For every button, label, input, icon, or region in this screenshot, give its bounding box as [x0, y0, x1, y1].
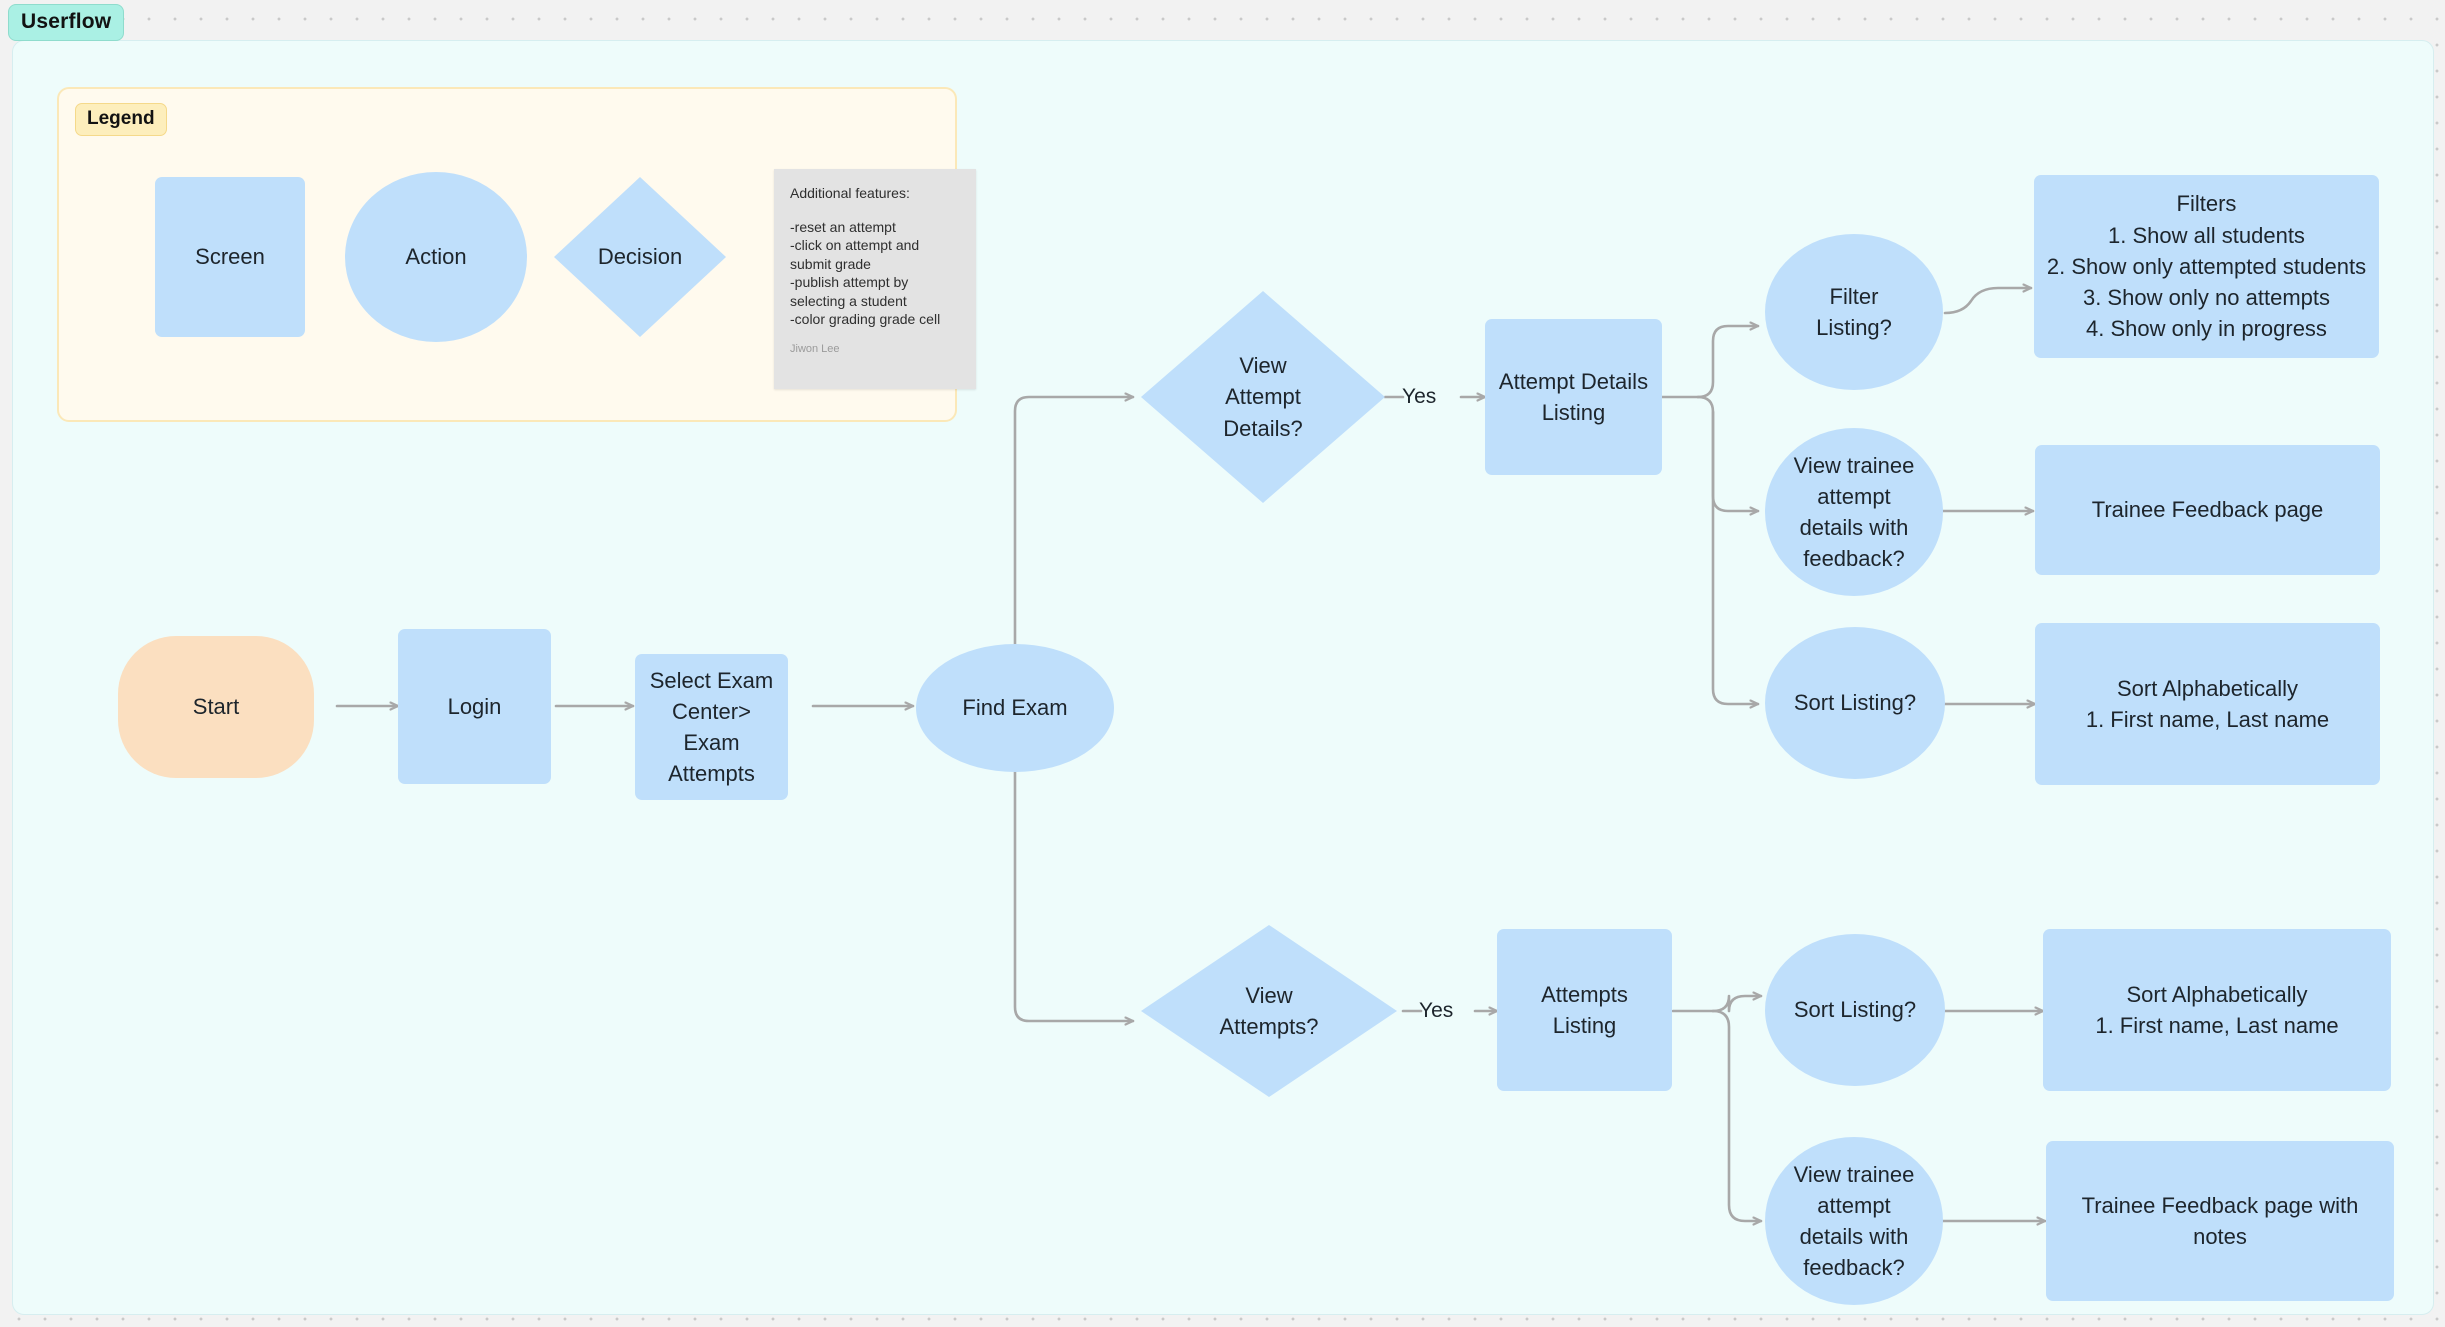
node-view-trainee-attempt-details-bottom-label: View trainee attempt details with feedba… — [1793, 1161, 1915, 1281]
node-attempts-listing-label: Attempts Listing — [1541, 981, 1628, 1038]
node-filter-listing[interactable]: Filter Listing? — [1765, 234, 1943, 390]
node-trainee-feedback-page-label: Trainee Feedback page — [2091, 497, 2324, 523]
node-sort-alphabetically-bottom[interactable]: Sort Alphabetically 1. First name, Last … — [2043, 929, 2391, 1091]
node-sort-listing-bottom[interactable]: Sort Listing? — [1765, 934, 1945, 1086]
sticky-note-item: -color grading grade cell — [790, 311, 941, 328]
node-trainee-feedback-page-with-notes-label: Trainee Feedback page with notes — [2081, 1192, 2359, 1249]
legend-shape-action[interactable]: Action — [345, 172, 527, 342]
frame-title-tab[interactable]: Userflow — [8, 4, 125, 41]
node-view-attempt-details[interactable]: View Attempt Details? — [1141, 291, 1385, 503]
node-start-label: Start — [192, 694, 240, 720]
sticky-note-item: -click on attempt and submit grade — [790, 237, 920, 272]
node-login-label: Login — [447, 693, 502, 719]
sticky-note-item: -reset an attempt — [790, 219, 896, 235]
node-view-trainee-attempt-details-top[interactable]: View trainee attempt details with feedba… — [1765, 428, 1943, 596]
node-view-trainee-attempt-details-bottom[interactable]: View trainee attempt details with feedba… — [1765, 1137, 1943, 1305]
node-start[interactable]: Start — [118, 636, 314, 778]
legend-shape-action-label: Action — [405, 244, 467, 269]
legend-shape-decision-label: Decision — [597, 244, 683, 269]
node-filters[interactable]: Filters 1. Show all students 2. Show onl… — [2034, 175, 2379, 358]
sticky-note-title: Additional features: — [790, 185, 910, 201]
sticky-note-author: Jiwon Lee — [790, 342, 840, 355]
node-select-exam-center[interactable]: Select Exam Center> Exam Attempts — [635, 654, 788, 800]
sticky-note[interactable]: Additional features: -reset an attempt -… — [774, 169, 976, 389]
node-find-exam-label: Find Exam — [962, 695, 1068, 721]
node-sort-listing-top[interactable]: Sort Listing? — [1765, 627, 1945, 779]
node-filter-listing-label: Filter Listing? — [1816, 283, 1892, 340]
node-attempts-listing[interactable]: Attempts Listing — [1497, 929, 1672, 1091]
legend-group[interactable]: Legend Screen Action Decision Additional… — [57, 87, 976, 422]
node-view-attempts[interactable]: View Attempts? — [1141, 925, 1397, 1097]
node-sort-listing-top-label: Sort Listing? — [1793, 690, 1917, 716]
node-sort-alphabetically-bottom-label: Sort Alphabetically 1. First name, Last … — [2095, 981, 2339, 1038]
node-filters-label: Filters 1. Show all students 2. Show onl… — [2046, 191, 2367, 342]
node-sort-alphabetically-top-label: Sort Alphabetically 1. First name, Last … — [2085, 675, 2330, 732]
legend-shape-screen-label: Screen — [195, 244, 265, 269]
node-trainee-feedback-page-with-notes[interactable]: Trainee Feedback page with notes — [2046, 1141, 2394, 1301]
node-view-trainee-attempt-details-top-label: View trainee attempt details with feedba… — [1793, 452, 1915, 572]
sticky-note-item: -publish attempt by selecting a student — [790, 274, 909, 309]
legend-badge-label: Legend — [87, 108, 155, 129]
node-sort-listing-bottom-label: Sort Listing? — [1793, 997, 1917, 1023]
frame-title-label: Userflow — [21, 10, 112, 33]
node-view-attempts-label: View Attempts? — [1219, 982, 1319, 1039]
node-attempt-details-listing[interactable]: Attempt Details Listing — [1485, 319, 1662, 475]
legend-badge[interactable]: Legend — [75, 103, 167, 136]
edge-label-yes-bottom: Yes — [1419, 999, 1454, 1022]
node-find-exam[interactable]: Find Exam — [916, 644, 1114, 772]
node-login[interactable]: Login — [398, 629, 551, 784]
legend-shape-screen[interactable]: Screen — [155, 177, 305, 337]
node-attempt-details-listing-label: Attempt Details Listing — [1498, 368, 1649, 425]
edge-label-yes-top: Yes — [1402, 385, 1437, 408]
node-sort-alphabetically-top[interactable]: Sort Alphabetically 1. First name, Last … — [2035, 623, 2380, 785]
node-select-exam-center-label: Select Exam Center> Exam Attempts — [649, 667, 774, 787]
node-view-attempt-details-label: View Attempt Details? — [1223, 353, 1303, 441]
node-trainee-feedback-page[interactable]: Trainee Feedback page — [2035, 445, 2380, 575]
userflow-canvas-frame[interactable]: Legend Screen Action Decision Additional… — [12, 40, 2434, 1315]
